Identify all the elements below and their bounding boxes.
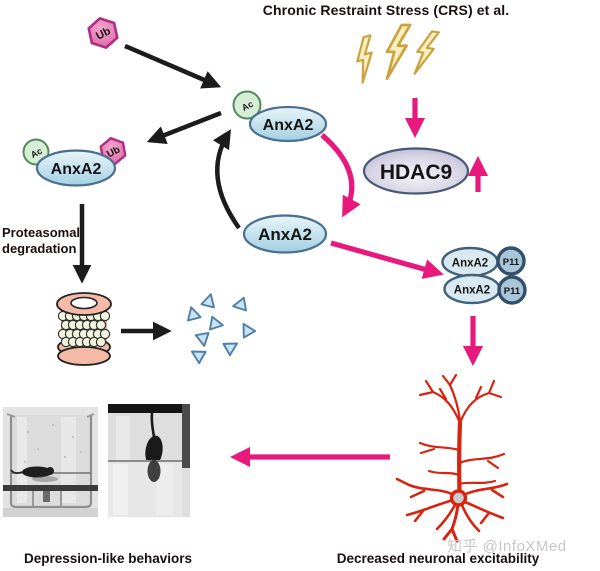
hdac9-node: HDAC9: [362, 147, 470, 195]
hdac9-ellipse: [362, 147, 470, 195]
neuron-illustration: [395, 373, 509, 543]
arrow-acanxa2-to-ubcomplex: [146, 110, 222, 144]
neuronal-excitability-label: Decreased neuronal excitability: [336, 551, 540, 566]
ac-label: Ac: [240, 99, 255, 113]
p11-circle: [496, 246, 526, 276]
anxa2-label: AnxA2: [51, 161, 102, 178]
arrow-ub-to-acanxa2: [124, 43, 222, 89]
arrow-anxa2-to-p11: [330, 240, 444, 279]
proteasome-icon: [56, 292, 112, 366]
ac-badge: [232, 90, 262, 120]
ub-label: Ub: [105, 144, 122, 160]
proteasomal-line2: degradation: [2, 241, 77, 256]
anxa2-p11-complex: AnxA2 P11 AnxA2 P11: [441, 246, 527, 305]
arrow-acetylation-cycle: [213, 129, 241, 230]
lightning-bolts-icon: [350, 23, 440, 84]
ac-label: Ac: [29, 146, 44, 160]
anxa2-label: AnxA2: [454, 285, 490, 297]
acetylated-anxa2: Ac AnxA2: [232, 90, 328, 143]
anxa2-label: AnxA2: [258, 225, 312, 244]
anxa2-ellipse: [248, 105, 328, 143]
anxa2-ellipse: [242, 214, 328, 254]
anxa2-label: AnxA2: [452, 258, 488, 270]
proteasomal-degradation-label: Proteasomal degradation: [2, 225, 92, 257]
acetylated-ubiquitinated-anxa2: Ac Ub AnxA2: [22, 136, 127, 187]
forced-swim-photo: [3, 407, 98, 517]
diagram-title: Chronic Restraint Stress (CRS) et al.: [262, 2, 510, 18]
free-anxa2: AnxA2: [242, 214, 328, 254]
anxa2-ellipse: [35, 149, 117, 187]
arrow-deacetylation: [320, 133, 361, 218]
p11-circle: [497, 275, 527, 305]
suspended-mouse-photo: [108, 404, 190, 517]
anxa2-label: AnxA2: [263, 117, 314, 134]
watermark: 知乎 @InfoXMed: [447, 538, 567, 555]
proteasomal-line1: Proteasomal: [2, 225, 81, 240]
peptide-fragments-icon: [183, 291, 257, 365]
hdac9-label: HDAC9: [380, 161, 452, 184]
ub-hexagon-free: Ub: [87, 16, 119, 50]
depression-behaviors-label: Depression-like behaviors: [23, 551, 193, 566]
p11-label: P11: [503, 257, 520, 268]
p11-label: P11: [504, 286, 521, 297]
neuron-soma: [449, 489, 468, 507]
